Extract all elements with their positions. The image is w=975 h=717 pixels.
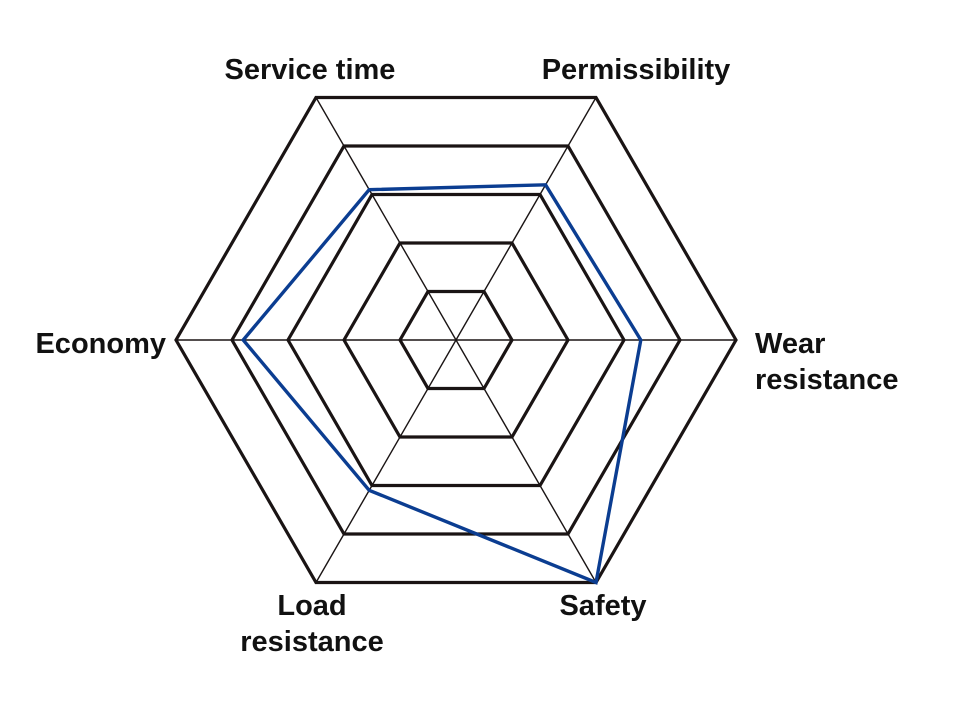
axis-label-line: Load: [277, 590, 346, 622]
axis-label-permissibility: Permissibility: [542, 54, 731, 86]
axis-spoke-service: [315, 97, 457, 341]
axis-label-line: Service time: [225, 54, 396, 86]
axis-label-load: Load resistance: [240, 590, 384, 658]
axis-label-line: Economy: [35, 328, 166, 360]
axis-label-line: Wear: [755, 328, 825, 360]
radar-series-layer: [240, 183, 643, 585]
radar-grid: [174, 95, 738, 585]
axis-label-safety: Safety: [559, 590, 646, 622]
axis-label-line: resistance: [240, 626, 384, 658]
axis-label-line: Permissibility: [542, 54, 731, 86]
axis-labels: Wear resistance Permissibility Service time…: [35, 54, 898, 658]
axis-label-wear: Wear resistance: [755, 328, 899, 396]
axis-label-economy: Economy: [35, 328, 166, 360]
grid-ring-2: [342, 241, 570, 439]
axis-label-line: resistance: [755, 364, 899, 396]
axis-spoke-load: [315, 339, 457, 583]
series-polygon-0: [240, 183, 643, 585]
axis-spoke-permissibility: [455, 97, 597, 341]
grid-ring-3: [286, 192, 626, 488]
axis-spoke-safety: [455, 339, 597, 583]
axis-label-line: Safety: [559, 590, 646, 622]
grid-ring-1: [398, 289, 514, 391]
axis-label-service: Service time: [225, 54, 396, 86]
grid-ring-4: [230, 144, 682, 536]
